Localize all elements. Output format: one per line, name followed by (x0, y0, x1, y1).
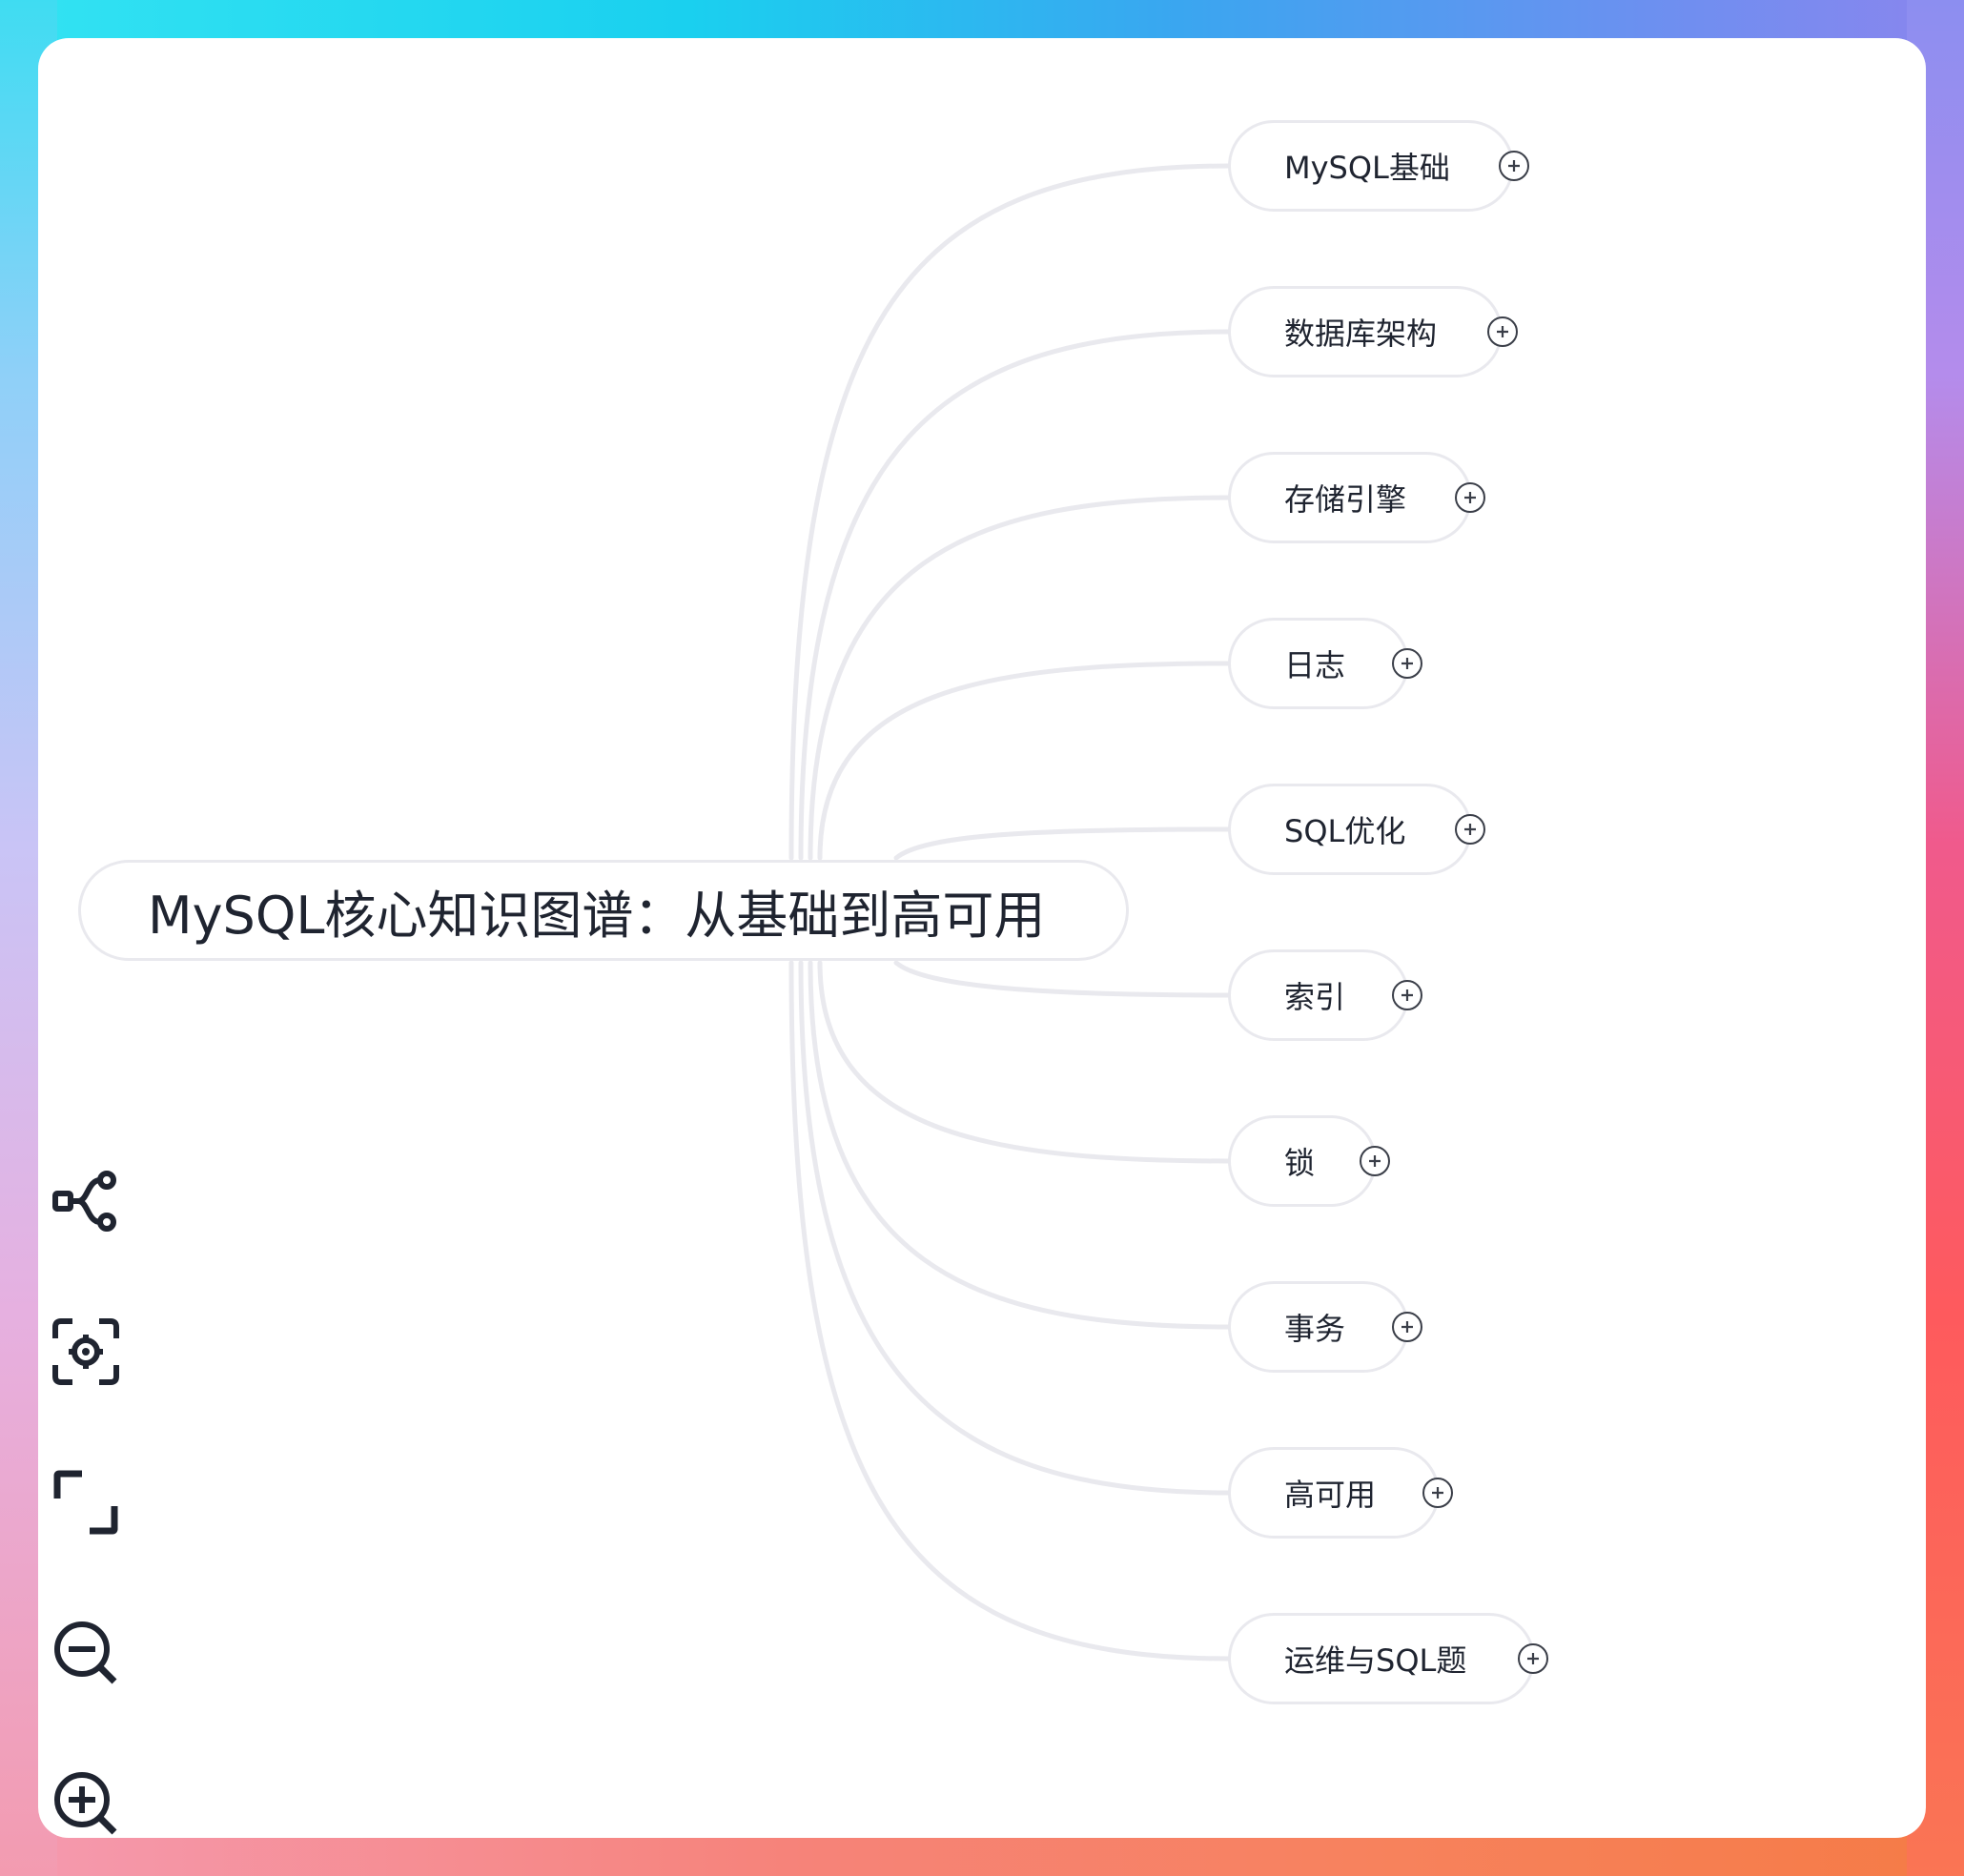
node-high-availability[interactable]: 高可用 (1228, 1447, 1440, 1539)
root-node[interactable]: MySQL核心知识图谱：从基础到高可用 (78, 860, 1129, 961)
zoom-out-icon[interactable] (48, 1615, 124, 1691)
node-label: MySQL基础 (1284, 150, 1450, 186)
edge-sql-optimization (893, 826, 1233, 861)
node-lock[interactable]: 锁 (1228, 1115, 1377, 1207)
node-storage-engine[interactable]: 存储引擎 (1228, 452, 1472, 543)
edge-logs (817, 661, 1233, 861)
node-label: 日志 (1284, 647, 1346, 683)
node-ops-sql[interactable]: 运维与SQL题 (1228, 1613, 1535, 1704)
root-node-label: MySQL核心知识图谱：从基础到高可用 (148, 885, 1046, 946)
node-label: 事务 (1284, 1311, 1346, 1347)
edge-transaction (808, 960, 1233, 1330)
expand-icon[interactable] (1518, 1643, 1548, 1674)
node-transaction[interactable]: 事务 (1228, 1281, 1409, 1373)
edge-ops-sql (788, 960, 1233, 1662)
expand-icon[interactable] (1422, 1478, 1453, 1508)
node-label: SQL优化 (1284, 813, 1406, 849)
zoom-in-icon[interactable] (48, 1765, 124, 1838)
node-mysql-basics[interactable]: MySQL基础 (1228, 120, 1514, 212)
edge-db-architecture (798, 329, 1233, 861)
node-label: 索引 (1284, 979, 1346, 1015)
node-db-architecture[interactable]: 数据库架构 (1228, 286, 1503, 377)
node-logs[interactable]: 日志 (1228, 618, 1409, 709)
edge-high-availability (798, 960, 1233, 1496)
expand-icon[interactable] (1360, 1146, 1390, 1176)
expand-icon[interactable] (1499, 151, 1529, 181)
node-label: 数据库架构 (1284, 316, 1438, 352)
edge-storage-engine (808, 495, 1233, 861)
fullscreen-icon[interactable] (48, 1464, 124, 1540)
expand-icon[interactable] (1392, 648, 1422, 679)
node-sql-optimization[interactable]: SQL优化 (1228, 784, 1472, 875)
edge-mysql-basics (788, 163, 1233, 861)
expand-icon[interactable] (1487, 316, 1518, 347)
node-label: 高可用 (1284, 1477, 1377, 1513)
mindmap-canvas[interactable]: MySQL核心知识图谱：从基础到高可用 MySQL基础 数据库架构 存储引擎 日… (38, 38, 1926, 1838)
node-label: 存储引擎 (1284, 481, 1407, 518)
focus-center-icon[interactable] (48, 1314, 124, 1390)
mindmap-edges (788, 163, 1233, 1662)
node-index[interactable]: 索引 (1228, 949, 1409, 1041)
expand-icon[interactable] (1392, 1312, 1422, 1342)
expand-icon[interactable] (1455, 814, 1485, 845)
node-label: 锁 (1284, 1145, 1316, 1181)
edge-index (893, 960, 1233, 998)
expand-icon[interactable] (1455, 482, 1485, 513)
edge-lock (817, 960, 1233, 1164)
node-label: 运维与SQL题 (1284, 1642, 1467, 1679)
expand-icon[interactable] (1392, 980, 1422, 1010)
mindmap-structure-icon[interactable] (48, 1163, 124, 1239)
